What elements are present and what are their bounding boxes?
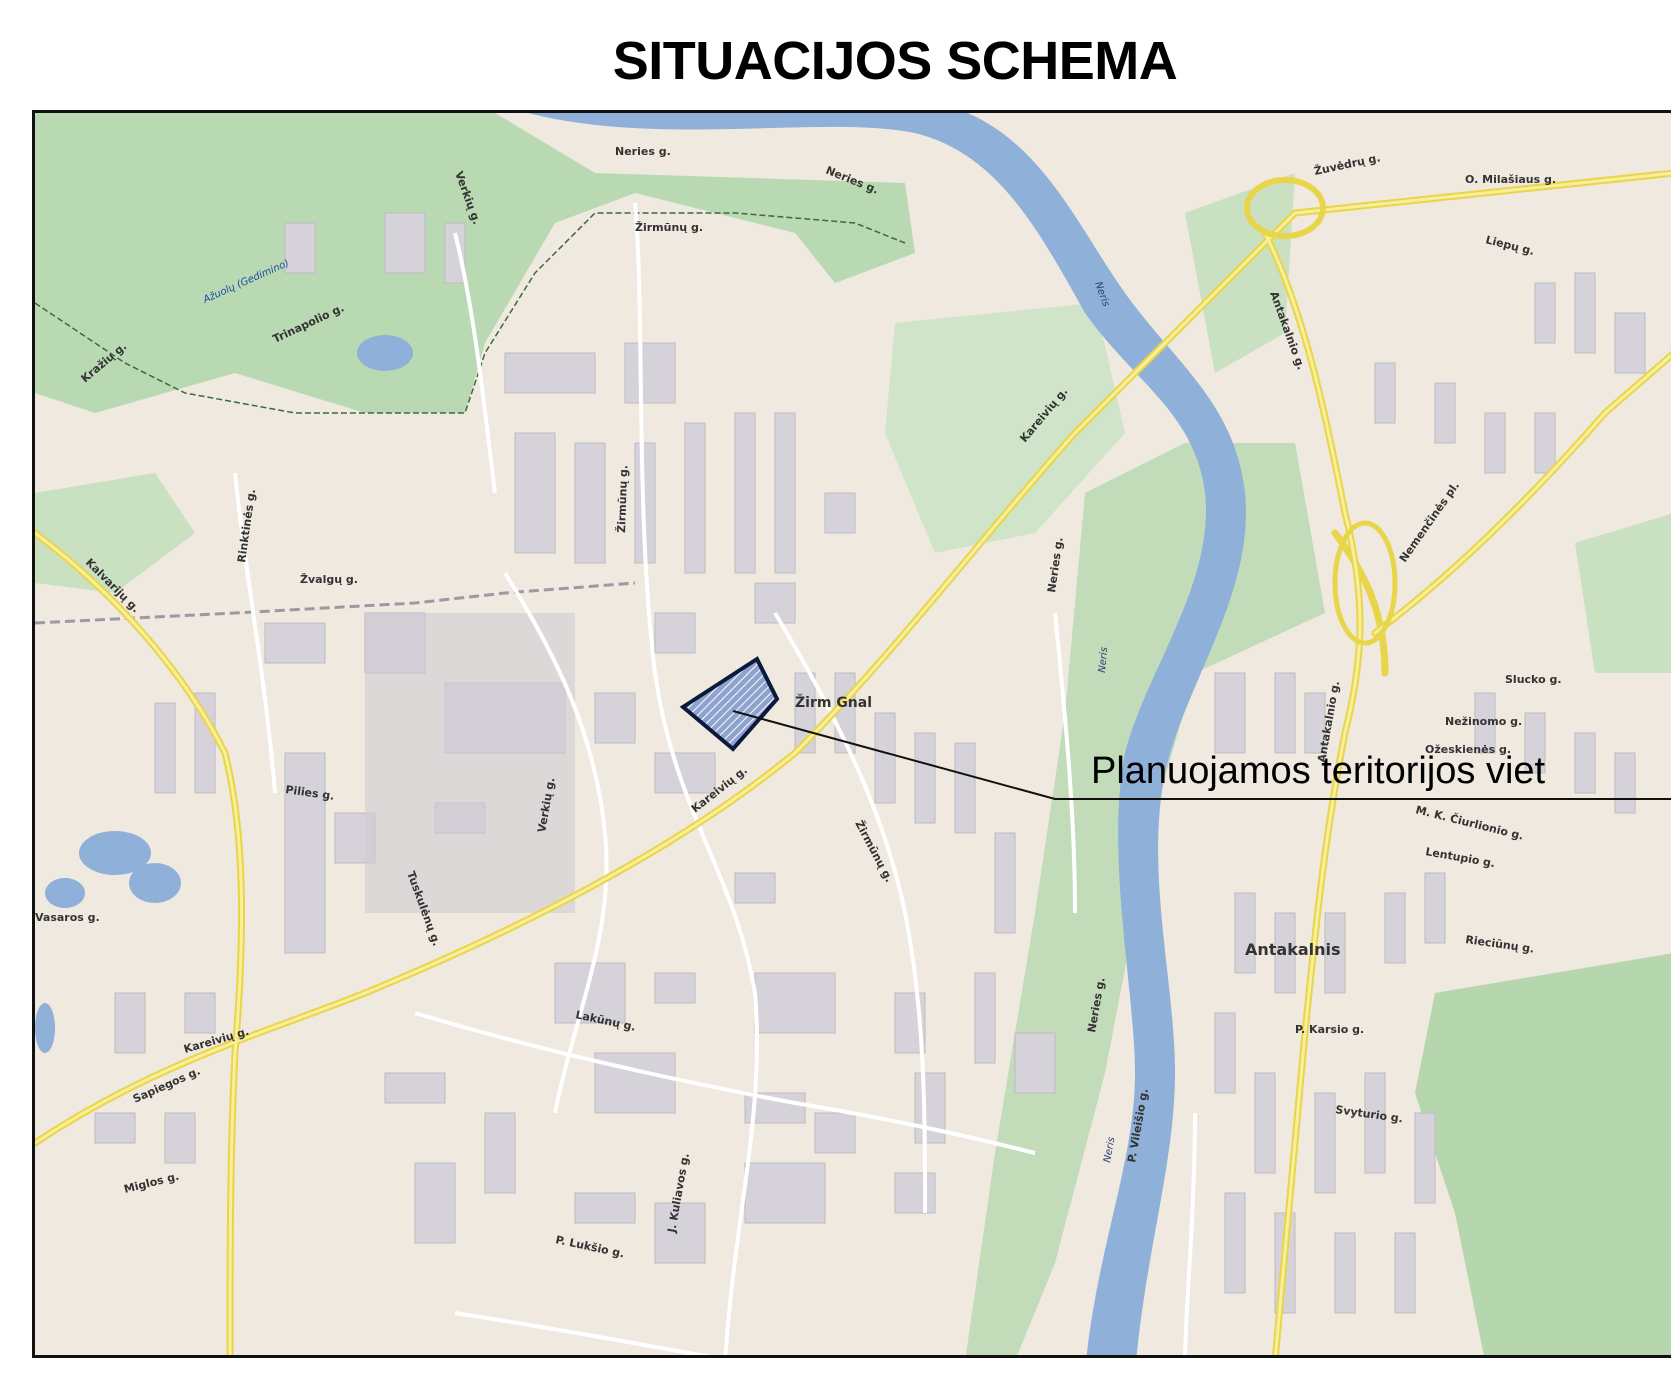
forest-boundary xyxy=(35,212,906,414)
park-area-east-upper xyxy=(1575,513,1671,673)
street-label: Nežinomo g. xyxy=(1445,715,1522,728)
forest-area-northwest xyxy=(35,113,915,413)
minor-streets xyxy=(233,202,1197,1355)
industrial-area xyxy=(365,613,575,913)
pond-west-3 xyxy=(45,878,85,908)
street-label: Vasaros g. xyxy=(35,911,100,924)
callout-text: Planuojamos teritorijos viet xyxy=(1091,750,1546,792)
river-label-3: Neris xyxy=(1102,1136,1117,1163)
building-blocks xyxy=(94,212,1646,1314)
page-title: SITUACIJOS SCHEMA xyxy=(612,31,1178,91)
map-frame[interactable]: Žirm Gnal Planuojamos teritorijos viet A… xyxy=(32,110,1671,1358)
street-label: Žvalgų g. xyxy=(300,573,358,586)
street-label: O. Milašiaus g. xyxy=(1465,173,1556,186)
pond-west-2 xyxy=(129,863,181,903)
planned-site-polygon[interactable] xyxy=(679,656,780,752)
district-label-antakalnis: Antakalnis xyxy=(1245,940,1341,959)
roundabout xyxy=(1244,177,1326,239)
forest-area-northeast xyxy=(1185,173,1295,373)
interchange-loop xyxy=(1332,520,1398,646)
street-label: P. Karsio g. xyxy=(1295,1023,1364,1036)
street-label: Žirmūnų g. xyxy=(635,221,703,234)
street-label: Slucko g. xyxy=(1505,673,1562,686)
site-label: Žirm Gnal xyxy=(795,694,872,711)
main-roads-inner xyxy=(35,171,1671,1355)
forest-area-east xyxy=(1415,953,1671,1355)
callout-leader-line xyxy=(732,710,1671,800)
street-label: Žirmūnų g. xyxy=(615,465,630,533)
park-area-center-north xyxy=(885,303,1125,553)
street-label: Neries g. xyxy=(615,145,671,158)
pond-west-4 xyxy=(35,1003,55,1053)
railway xyxy=(35,581,636,625)
map-canvas[interactable]: Žirm Gnal Planuojamos teritorijos viet A… xyxy=(35,113,1671,1358)
pond-north xyxy=(357,335,413,371)
pond-west-1 xyxy=(79,831,151,875)
street-label: Ožeskienės g. xyxy=(1425,743,1511,756)
river-label-2: Neris xyxy=(1097,647,1110,674)
forest-area-riverbank xyxy=(965,443,1325,1355)
